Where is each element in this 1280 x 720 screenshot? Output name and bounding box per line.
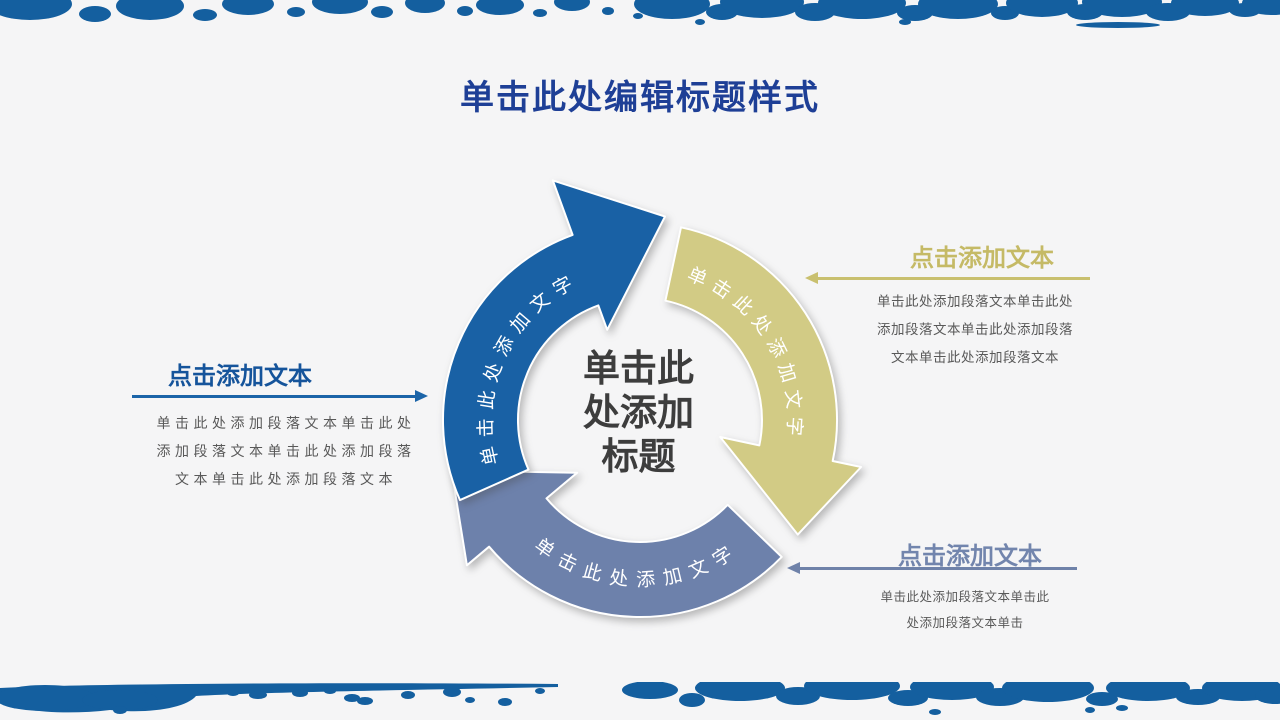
- top-splatter-decoration: [0, 0, 1280, 28]
- callout-right-bottom-heading[interactable]: 点击添加文本: [898, 543, 1042, 570]
- callout-left-rule: [132, 390, 428, 402]
- cycle-arrow-olive[interactable]: [664, 226, 863, 536]
- callout-right-top-body[interactable]: 单击此处添加段落文本单击此处 添加段落文本单击此处添加段落 文本单击此处添加段落…: [877, 294, 1073, 365]
- rule-line: [800, 566, 1077, 570]
- cycle-diagram: 单击此处添加文字 单击此处添加文字 单击此处添加文字: [441, 179, 863, 619]
- rule-line: [818, 276, 1090, 280]
- callout-right-top-heading[interactable]: 点击添加文本: [910, 245, 1054, 272]
- top-splatter-blobs: [0, 0, 1280, 28]
- bottom-splatter-blobs: [0, 682, 1280, 715]
- slide-title[interactable]: 单击此处编辑标题样式: [460, 79, 820, 117]
- callout-right-bottom-body[interactable]: 单击此处添加段落文本单击此 处添加段落文本单击: [880, 590, 1050, 630]
- diagram-center-title[interactable]: 单击此 处添加 标题: [583, 348, 694, 477]
- cycle-arrow-blue[interactable]: [441, 179, 666, 502]
- rule-line: [132, 394, 415, 398]
- callout-left-heading[interactable]: 点击添加文本: [168, 363, 312, 390]
- bottom-splatter-decoration: [0, 682, 1280, 715]
- callout-right-top-rule: [805, 272, 1090, 284]
- callout-right-bottom-rule: [787, 562, 1077, 574]
- callout-left-body[interactable]: 单击此处添加段落文本单击此处 添加段落文本单击此处添加段落 文本单击此处添加段落…: [156, 415, 416, 487]
- arrow-left-icon: [787, 562, 800, 574]
- arrow-right-icon: [415, 390, 428, 402]
- arrow-left-icon: [805, 272, 818, 284]
- cycle-arrow-slate[interactable]: [450, 469, 783, 619]
